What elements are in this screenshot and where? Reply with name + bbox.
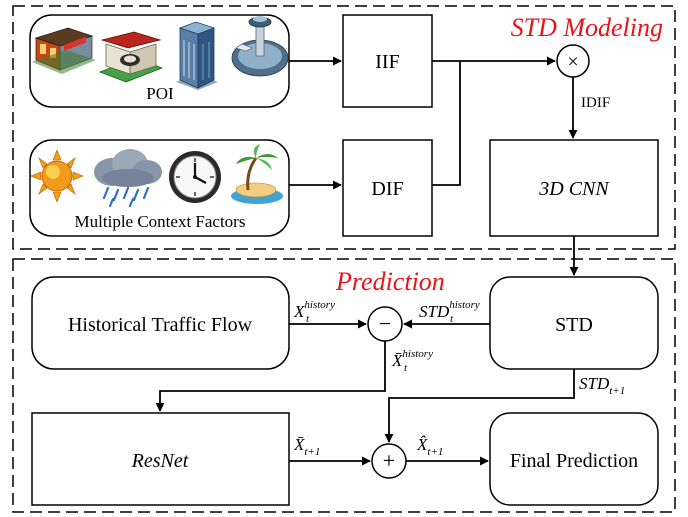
clock-icon (169, 151, 221, 203)
iif-label: IIF (375, 51, 399, 73)
iif-block (342, 14, 433, 108)
prediction-title: Prediction (335, 267, 445, 296)
resnet-label: ResNet (131, 450, 189, 472)
multiply-symbol: × (567, 51, 578, 73)
prediction-section (12, 258, 676, 513)
context-label: Multiple Context Factors (75, 212, 246, 231)
office-building-icon (176, 21, 218, 90)
sun-icon (30, 149, 84, 203)
cnn-label: 3D CNN (538, 178, 610, 200)
restaurant-icon (32, 27, 96, 74)
xbar-next-label: X̄t+1 (293, 435, 320, 458)
context-input-box (29, 139, 290, 237)
airport-icon (231, 16, 289, 77)
idif-label: IDIF (581, 95, 610, 111)
xhat-next-label: X̂t+1 (416, 435, 443, 458)
poi-label: POI (146, 84, 174, 103)
std-next-label: STDt+1 (579, 374, 625, 397)
std-modeling-section (12, 5, 676, 250)
std-label: STD (555, 314, 593, 336)
dif-to-multiply-connector (432, 61, 461, 186)
historical-flow-label: Historical Traffic Flow (68, 314, 253, 336)
dif-block (342, 139, 433, 237)
gas-station-icon (98, 31, 164, 83)
std-modeling-title: STD Modeling (511, 13, 663, 42)
resnet-block (31, 412, 290, 506)
island-holiday-icon (231, 144, 283, 204)
final-prediction-block (489, 412, 659, 506)
minus-symbol: − (379, 311, 391, 336)
historical-flow-block (31, 276, 290, 370)
final-prediction-label: Final Prediction (510, 450, 638, 472)
plus-symbol: + (383, 448, 395, 473)
minus-to-resnet-arrow (155, 341, 386, 412)
rain-cloud-icon (94, 149, 162, 208)
dif-label: DIF (371, 178, 403, 200)
std-to-plus-arrow (384, 369, 575, 443)
